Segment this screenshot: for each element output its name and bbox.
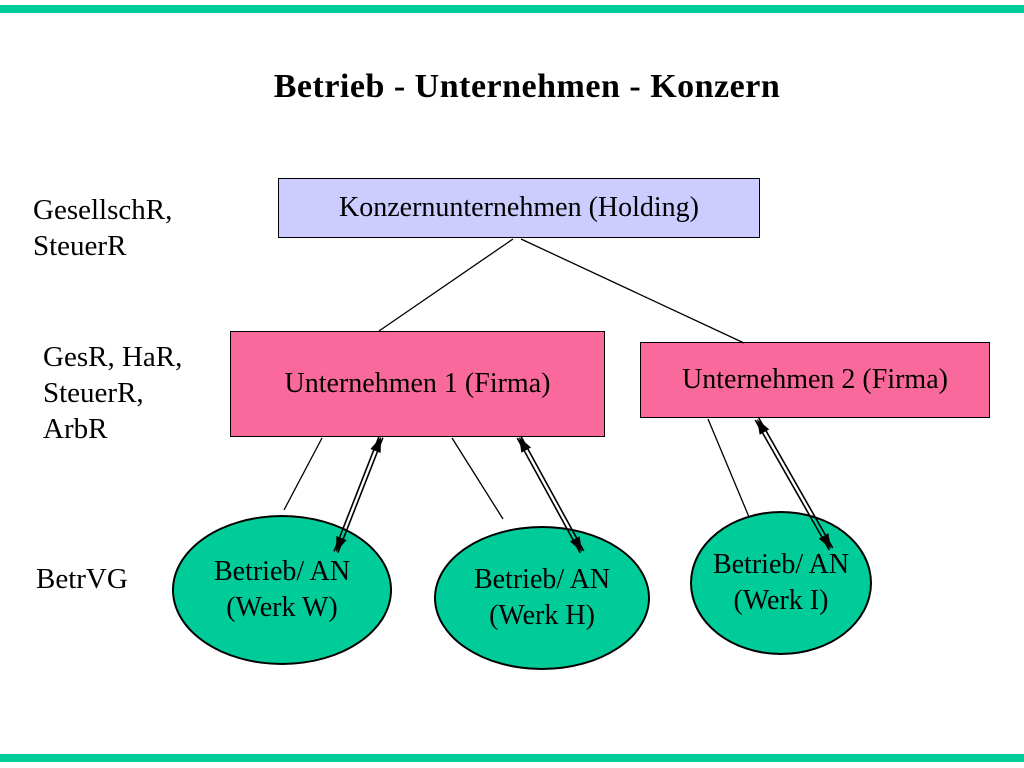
- top-accent-bar: [0, 5, 1024, 13]
- label-gesr-har-steuerr-arbr: GesR, HaR, SteuerR, ArbR: [43, 341, 183, 445]
- label-gesellschr-steuerr: GesellschR, SteuerR: [33, 194, 173, 262]
- node-betrieb-werk-w: Betrieb/ AN (Werk W): [172, 515, 392, 665]
- node-betrieb-werk-h: Betrieb/ AN (Werk H): [434, 526, 650, 670]
- connector-line-firm1-plant1: [283, 437, 323, 511]
- connector-line-holding-firm2: [520, 238, 745, 344]
- connector-line-holding-firm1: [378, 238, 514, 332]
- node-betrieb-werk-i: Betrieb/ AN (Werk I): [690, 511, 872, 655]
- node-konzernunternehmen-holding: Konzernunternehmen (Holding): [278, 178, 760, 238]
- connector-line-firm2-plant3: [707, 418, 750, 518]
- bottom-accent-bar: [0, 754, 1024, 762]
- label-betrvg: BetrVG: [36, 563, 128, 595]
- connector-line-firm1-plant2: [451, 437, 504, 520]
- node-unternehmen-2: Unternehmen 2 (Firma): [640, 342, 990, 418]
- slide-title: Betrieb - Unternehmen - Konzern: [273, 68, 781, 105]
- node-unternehmen-1: Unternehmen 1 (Firma): [230, 331, 605, 437]
